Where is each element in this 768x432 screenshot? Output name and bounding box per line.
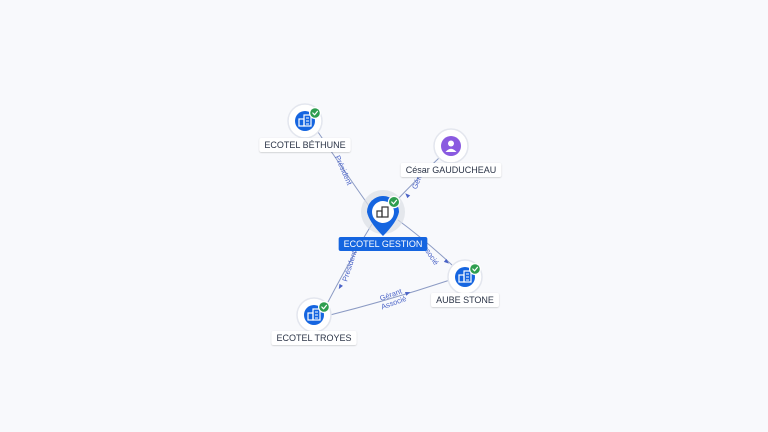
verified-check-icon (469, 263, 481, 275)
node-label-text: ECOTEL TROYES (276, 333, 351, 343)
node-aube[interactable]: AUBE STONE (431, 259, 499, 307)
edge-label: Président (340, 249, 359, 283)
verified-check-icon (309, 107, 321, 119)
person-icon (445, 140, 457, 152)
edge-line (329, 279, 451, 316)
edge-gestion-troyes[interactable]: Président (327, 223, 373, 303)
node-label-text: ECOTEL BÉTHUNE (264, 140, 345, 150)
node-label-text: César GAUDUCHEAU (406, 165, 497, 175)
edge-line (395, 156, 441, 202)
edge-arrow-icon (443, 258, 449, 264)
node-label: César GAUDUCHEAU (400, 163, 502, 177)
edge-troyes-aube[interactable]: GérantAssocié (329, 279, 451, 316)
edge-arrow-icon (338, 283, 343, 290)
node-label-bg (259, 138, 351, 152)
edge-arrow-icon (405, 193, 411, 199)
node-bethune[interactable]: ECOTEL BÉTHUNE (259, 103, 351, 152)
node-label: AUBE STONE (431, 293, 499, 307)
node-label: ECOTEL TROYES (271, 331, 357, 345)
node-troyes[interactable]: ECOTEL TROYES (271, 297, 357, 345)
nodes-layer: ECOTEL GESTION ECOTEL BÉTHUNE César GAUDUC… (259, 103, 502, 345)
edge-line (327, 223, 373, 303)
building-icon (307, 308, 321, 321)
edge-label: Président (333, 154, 354, 187)
building-icon (376, 206, 389, 218)
node-label-bg (400, 163, 502, 177)
node-label-bg (271, 331, 357, 345)
node-label: ECOTEL BÉTHUNE (259, 138, 351, 152)
building-icon (298, 114, 312, 127)
node-label-bg (431, 293, 499, 307)
node-label: ECOTEL GESTION (338, 237, 428, 251)
node-cesar[interactable]: César GAUDUCHEAU (400, 128, 502, 177)
node-label-bg (338, 237, 428, 251)
building-icon (458, 270, 472, 283)
verified-check-icon (387, 195, 401, 209)
node-label-text: AUBE STONE (436, 295, 494, 305)
edge-arrow-icon (404, 291, 411, 296)
edge-label: GérantAssocié (377, 286, 408, 311)
node-label-text: ECOTEL GESTION (344, 239, 423, 249)
verified-check-icon (318, 301, 330, 313)
node-gestion[interactable]: ECOTEL GESTION (338, 190, 428, 251)
